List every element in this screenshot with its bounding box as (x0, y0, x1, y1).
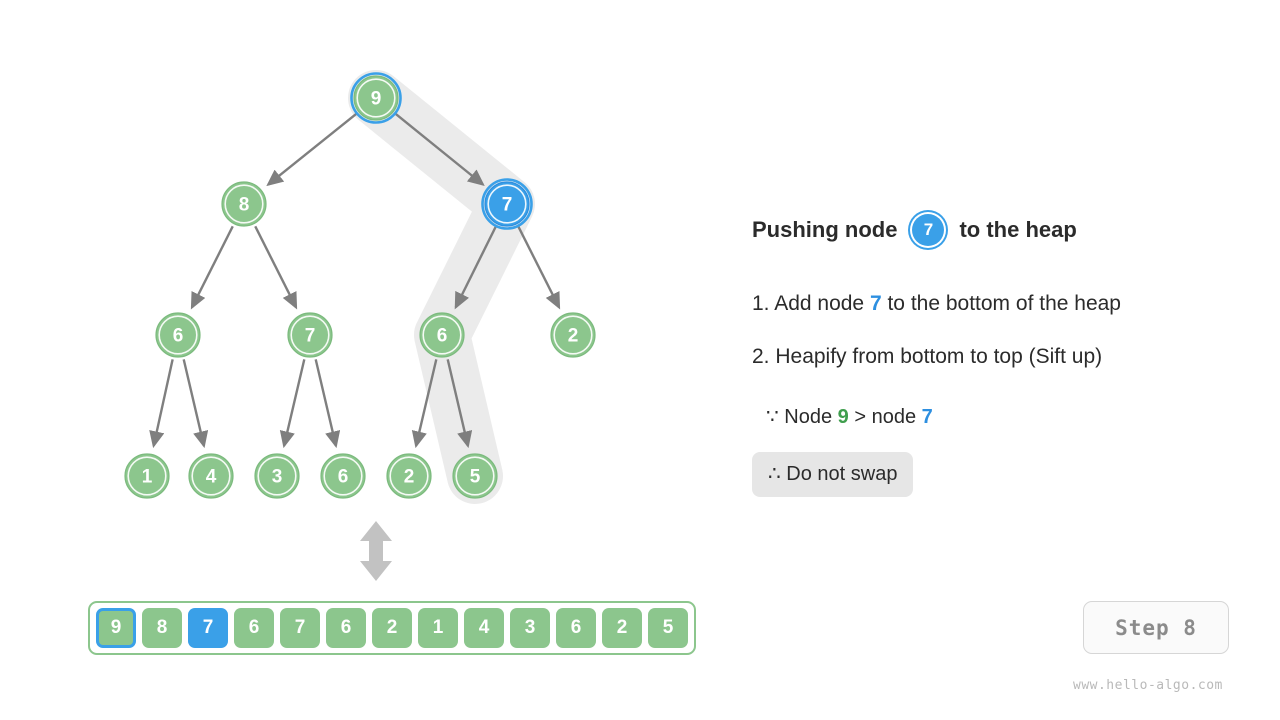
array-cell: 6 (234, 608, 274, 648)
tree-node-n9: 3 (254, 453, 300, 499)
array-cell: 6 (556, 608, 596, 648)
array-cell: 3 (510, 608, 550, 648)
tree-node-label: 6 (338, 467, 349, 488)
tree-nodes: 9 8 7 6 7 6 2 1 4 3 6 2 5 (124, 72, 596, 499)
tree-node-n7: 1 (124, 453, 170, 499)
tree-node-n2: 7 (481, 178, 533, 230)
tree-node-n0: 9 (350, 72, 402, 124)
step-1-value: 7 (869, 292, 882, 315)
tree-node-label: 2 (568, 326, 579, 347)
array-cell: 6 (326, 608, 366, 648)
tree-node-label: 1 (142, 467, 153, 488)
title-node-badge: 7 (912, 214, 945, 246)
array-cell: 7 (280, 608, 320, 648)
conclusion-chip: ∴ Do not swap (752, 452, 914, 497)
step-2-text: 2. Heapify from bottom to top (Sift up) (752, 345, 1103, 368)
reason-prefix: ∵ Node (766, 406, 838, 428)
tree-node-label: 5 (470, 467, 481, 488)
step-1-prefix: 1. Add node (752, 292, 870, 315)
tree-svg: 9 8 7 6 7 6 2 1 4 3 6 2 5 (124, 70, 596, 504)
tree-node-label: 6 (437, 326, 448, 347)
reason-value-b: 7 (921, 406, 933, 428)
array-cell: 2 (602, 608, 642, 648)
tree-node-label: 8 (239, 195, 250, 216)
reason-text: ∵ Node 9 > node 7 (766, 404, 933, 429)
tree-node-label: 2 (404, 467, 415, 488)
array-cell: 8 (142, 608, 182, 648)
title-suffix: to the heap (959, 217, 1077, 242)
tree-node-label: 7 (305, 326, 316, 347)
sift-path-highlight (348, 70, 535, 504)
step-badge: Step 8 (1083, 601, 1229, 654)
tree-node-n11: 2 (386, 453, 432, 499)
reason-value-a: 9 (837, 406, 849, 428)
array-cell: 9 (96, 608, 136, 648)
array-cell: 4 (464, 608, 504, 648)
tree-node-n3: 6 (155, 312, 201, 358)
page-title: Pushing node 7 to the heap (752, 214, 1077, 246)
tree-node-n6: 2 (550, 312, 596, 358)
array-cell: 7 (188, 608, 228, 648)
tree-node-label: 9 (371, 89, 382, 110)
tree-node-n1: 8 (221, 181, 267, 227)
tree-node-n4: 7 (287, 312, 333, 358)
title-prefix: Pushing node (752, 217, 898, 242)
tree-node-n8: 4 (188, 453, 234, 499)
array-cell: 5 (648, 608, 688, 648)
tree-node-label: 6 (173, 326, 184, 347)
double-arrow-vertical-icon (360, 521, 392, 581)
tree-node-label: 4 (206, 467, 217, 488)
tree-node-label: 3 (272, 467, 283, 488)
tree-node-n12: 5 (452, 453, 498, 499)
tree-node-n5: 6 (419, 312, 465, 358)
watermark: www.hello-algo.com (1073, 678, 1223, 693)
tree-edges (149, 112, 561, 449)
reason-operator: > node (848, 406, 922, 428)
tree-node-label: 7 (502, 195, 513, 216)
step-1-text: 1. Add node 7 to the bottom of the heap (752, 292, 1121, 316)
array-cell: 1 (418, 608, 458, 648)
tree-node-n10: 6 (320, 453, 366, 499)
explanation-panel: Pushing node 7 to the heap 1. Add node 7… (752, 0, 1280, 720)
array-cell: 2 (372, 608, 412, 648)
step-1-suffix: to the bottom of the heap (881, 292, 1121, 315)
